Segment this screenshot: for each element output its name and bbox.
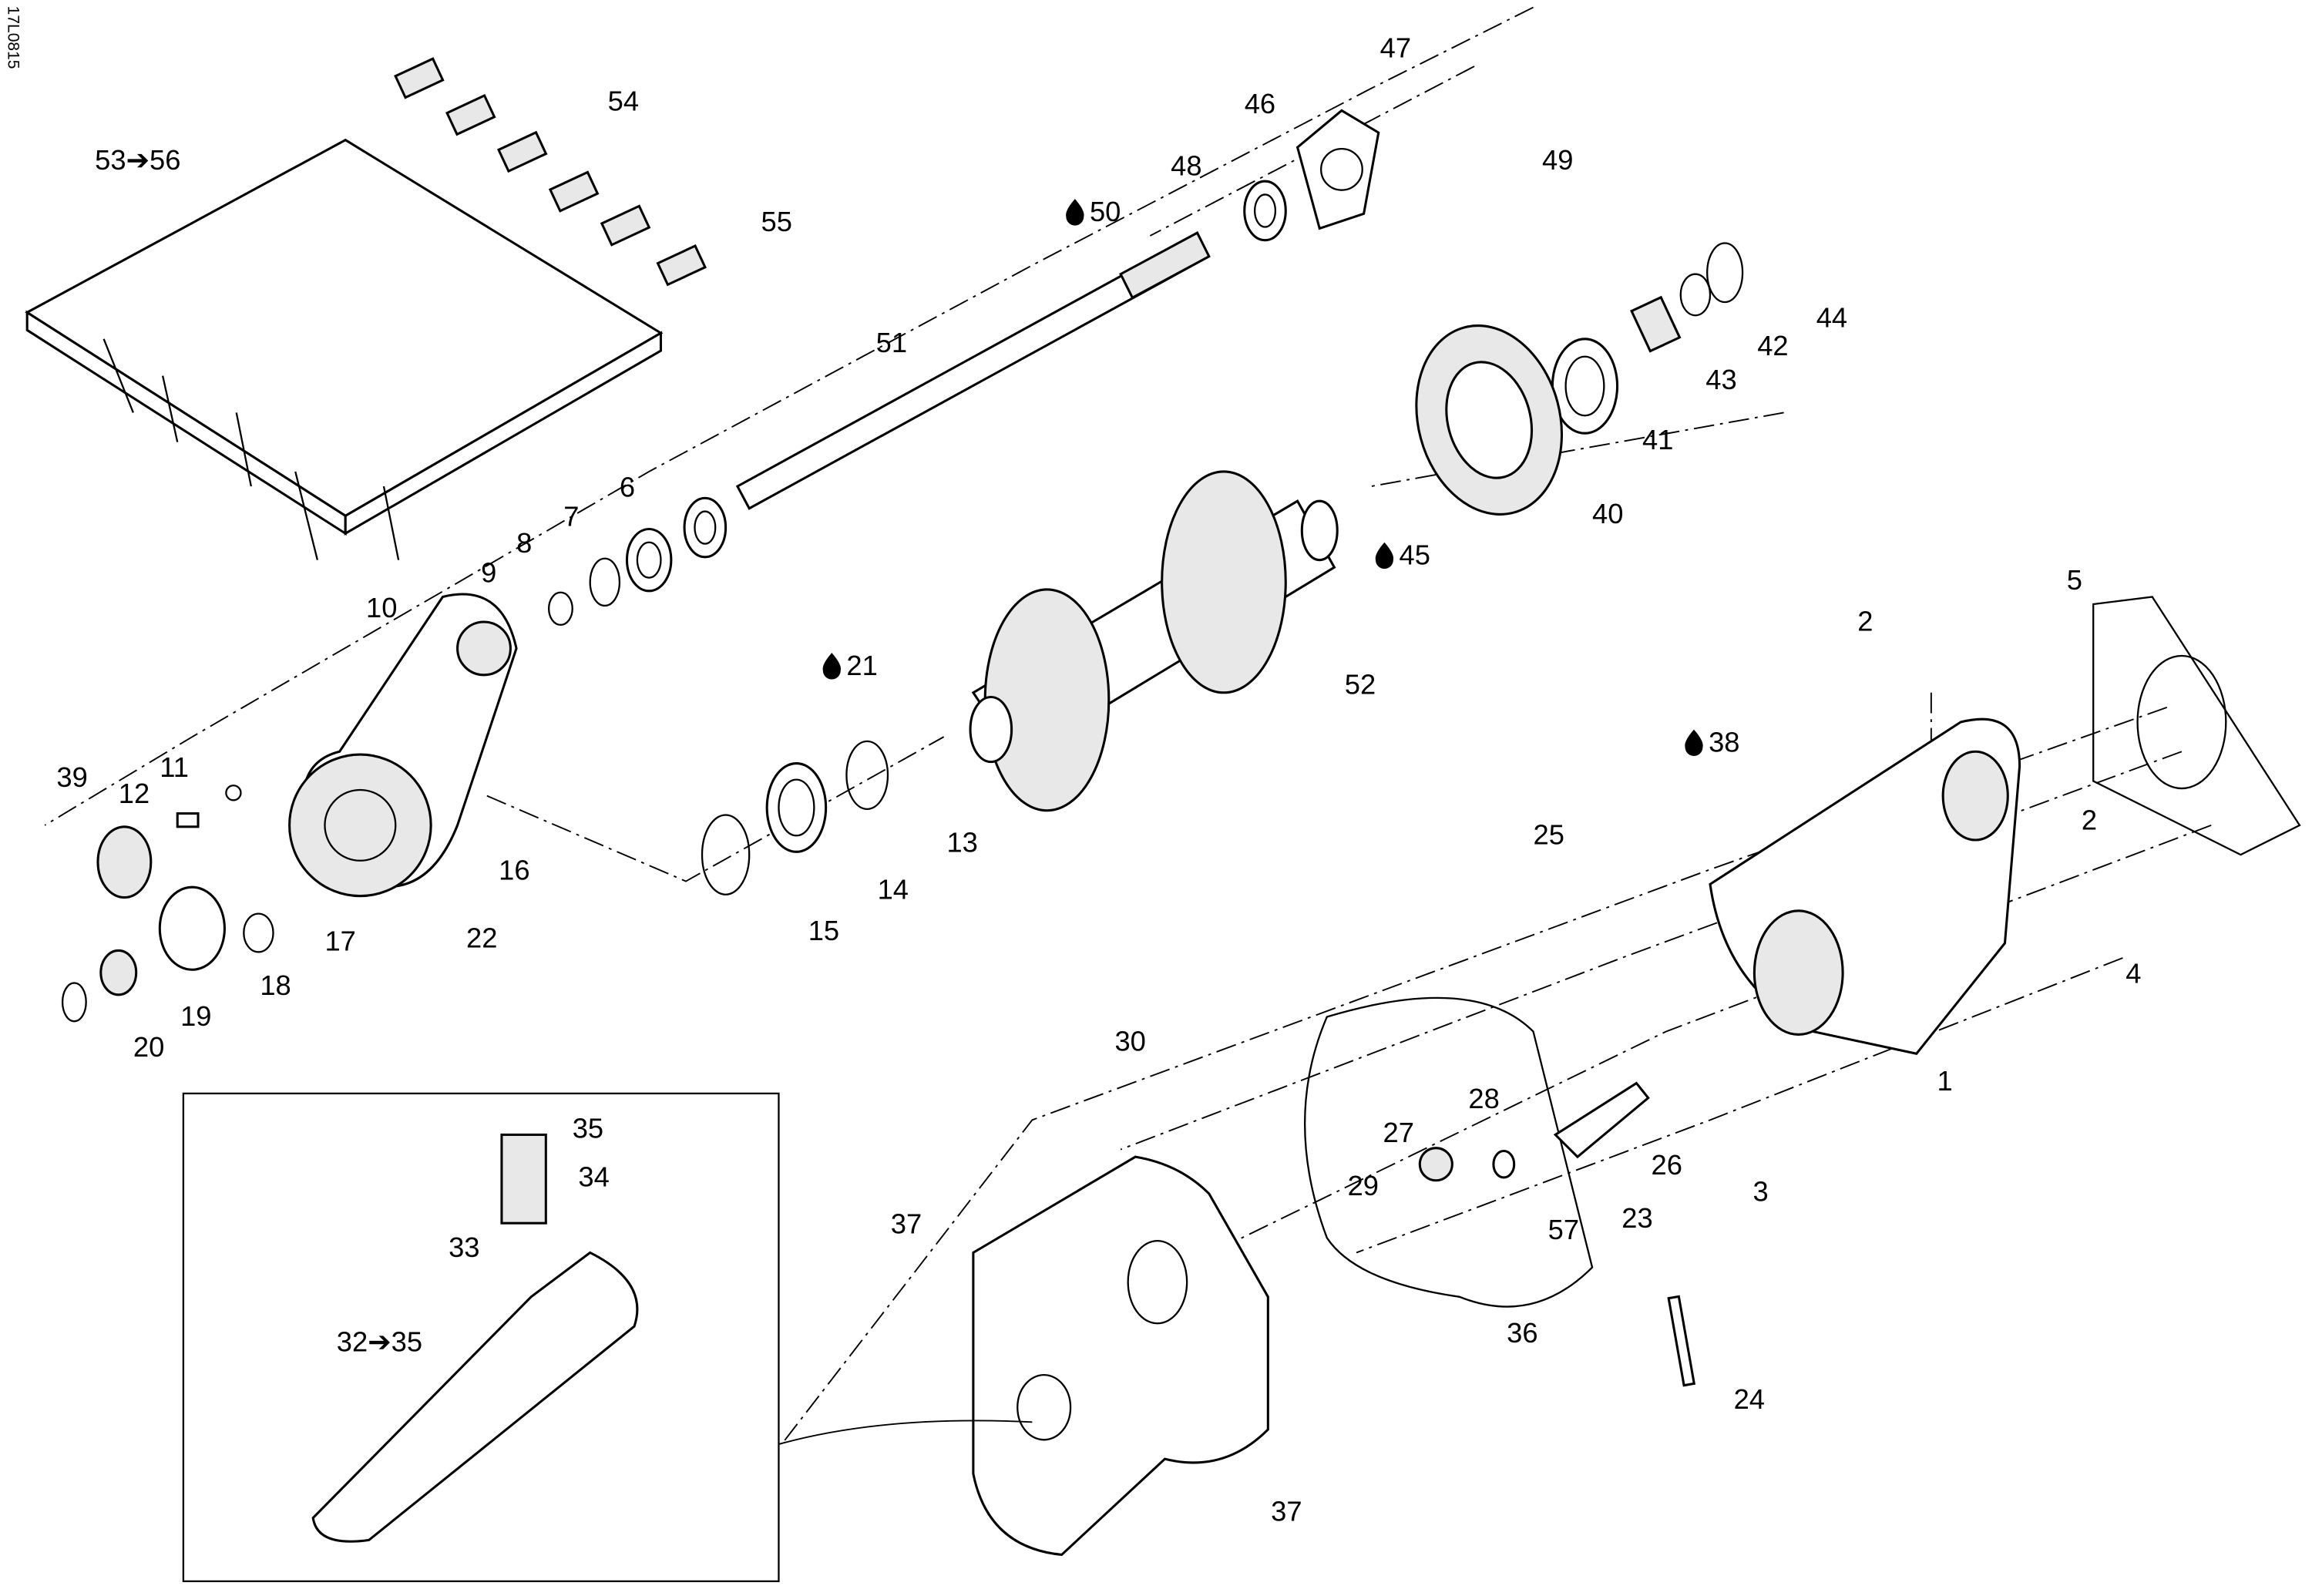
callout-38: 38 xyxy=(1709,726,1739,758)
outer-chaincase-cover xyxy=(972,1155,1269,1557)
callout-43: 43 xyxy=(1705,364,1736,395)
callout-48: 48 xyxy=(1171,150,1201,182)
track-clips xyxy=(394,57,707,287)
track-section xyxy=(25,138,664,560)
callout-34: 34 xyxy=(578,1161,609,1192)
callout-17: 17 xyxy=(324,925,355,956)
sensor-inset-frame xyxy=(182,1092,780,1583)
oil-drop-icon xyxy=(822,653,842,680)
callout-10: 10 xyxy=(366,592,397,623)
callout-50: 50 xyxy=(1090,196,1121,227)
callout-32-to-35: 32➔35 xyxy=(337,1326,422,1358)
callout-5: 5 xyxy=(2067,564,2082,596)
gasket-plate xyxy=(2092,596,2301,856)
callout-16: 16 xyxy=(499,855,529,886)
bearing-flange xyxy=(1295,109,1380,230)
callout-40: 40 xyxy=(1592,498,1623,529)
cover-gasket xyxy=(1303,996,1594,1308)
callout-15: 15 xyxy=(808,915,839,946)
callout-28: 28 xyxy=(1468,1083,1499,1114)
callout-44: 44 xyxy=(1816,302,1847,334)
callout-30: 30 xyxy=(1114,1025,1145,1057)
oil-drop-icon xyxy=(1066,199,1084,226)
sensor-wire xyxy=(778,1420,1033,1445)
callout-35: 35 xyxy=(573,1112,603,1144)
callout-18: 18 xyxy=(260,969,291,1001)
oil-drop-icon xyxy=(1685,729,1703,756)
callout-55: 55 xyxy=(761,206,792,237)
callout-42: 42 xyxy=(1757,330,1788,361)
callout-23: 23 xyxy=(1621,1202,1652,1234)
callout-2: 2 xyxy=(1857,605,1873,637)
bearings xyxy=(547,180,1744,895)
callout-4: 4 xyxy=(2125,957,2141,989)
callout-57: 57 xyxy=(1548,1214,1579,1245)
callout-21: 21 xyxy=(846,650,877,681)
callout-45: 45 xyxy=(1400,539,1430,570)
callout-26: 26 xyxy=(1652,1149,1682,1181)
callout-22: 22 xyxy=(466,922,497,954)
callout-41: 41 xyxy=(1642,424,1673,455)
callout-36: 36 xyxy=(1507,1317,1537,1349)
callout-37: 37 xyxy=(1271,1495,1302,1527)
callout-46: 46 xyxy=(1245,88,1275,119)
callout-1: 1 xyxy=(1937,1065,1953,1097)
callout-53-to-56: 53➔56 xyxy=(95,144,180,176)
inner-chaincase xyxy=(1709,717,2021,1055)
callout-24: 24 xyxy=(1734,1383,1765,1415)
callout-11: 11 xyxy=(160,751,189,783)
callout-49: 49 xyxy=(1542,144,1573,176)
callout-7: 7 xyxy=(563,501,579,533)
callout-8: 8 xyxy=(516,527,532,559)
callout-39: 39 xyxy=(56,761,87,793)
callout-14: 14 xyxy=(878,873,909,905)
drive-axle xyxy=(969,470,1339,812)
callout-52: 52 xyxy=(1345,669,1376,701)
drive-shaft xyxy=(735,231,1211,510)
callout-25: 25 xyxy=(1534,819,1564,851)
callout-51: 51 xyxy=(876,327,907,358)
chain-tensioner xyxy=(1418,1081,1696,1387)
chain-and-sprockets xyxy=(288,593,518,898)
bearing-housing xyxy=(1415,324,1564,516)
drawing-code: 17L0815 xyxy=(4,6,22,69)
callout-3: 3 xyxy=(1752,1176,1768,1208)
callout-33: 33 xyxy=(449,1231,479,1263)
callout-27: 27 xyxy=(1383,1117,1413,1148)
callout-6: 6 xyxy=(620,471,635,502)
callout-13: 13 xyxy=(946,826,977,858)
callout-37: 37 xyxy=(891,1208,922,1240)
callout-9: 9 xyxy=(481,556,496,588)
small-parts-left xyxy=(61,785,274,1023)
callout-12: 12 xyxy=(119,778,150,809)
callout-2: 2 xyxy=(2082,805,2097,836)
speed-sensor xyxy=(311,1133,639,1543)
callout-54: 54 xyxy=(608,85,639,116)
callout-19: 19 xyxy=(180,1000,211,1032)
oil-drop-icon xyxy=(1375,542,1394,570)
callout-29: 29 xyxy=(1348,1170,1379,1201)
callout-47: 47 xyxy=(1380,32,1411,64)
callout-20: 20 xyxy=(133,1031,164,1063)
